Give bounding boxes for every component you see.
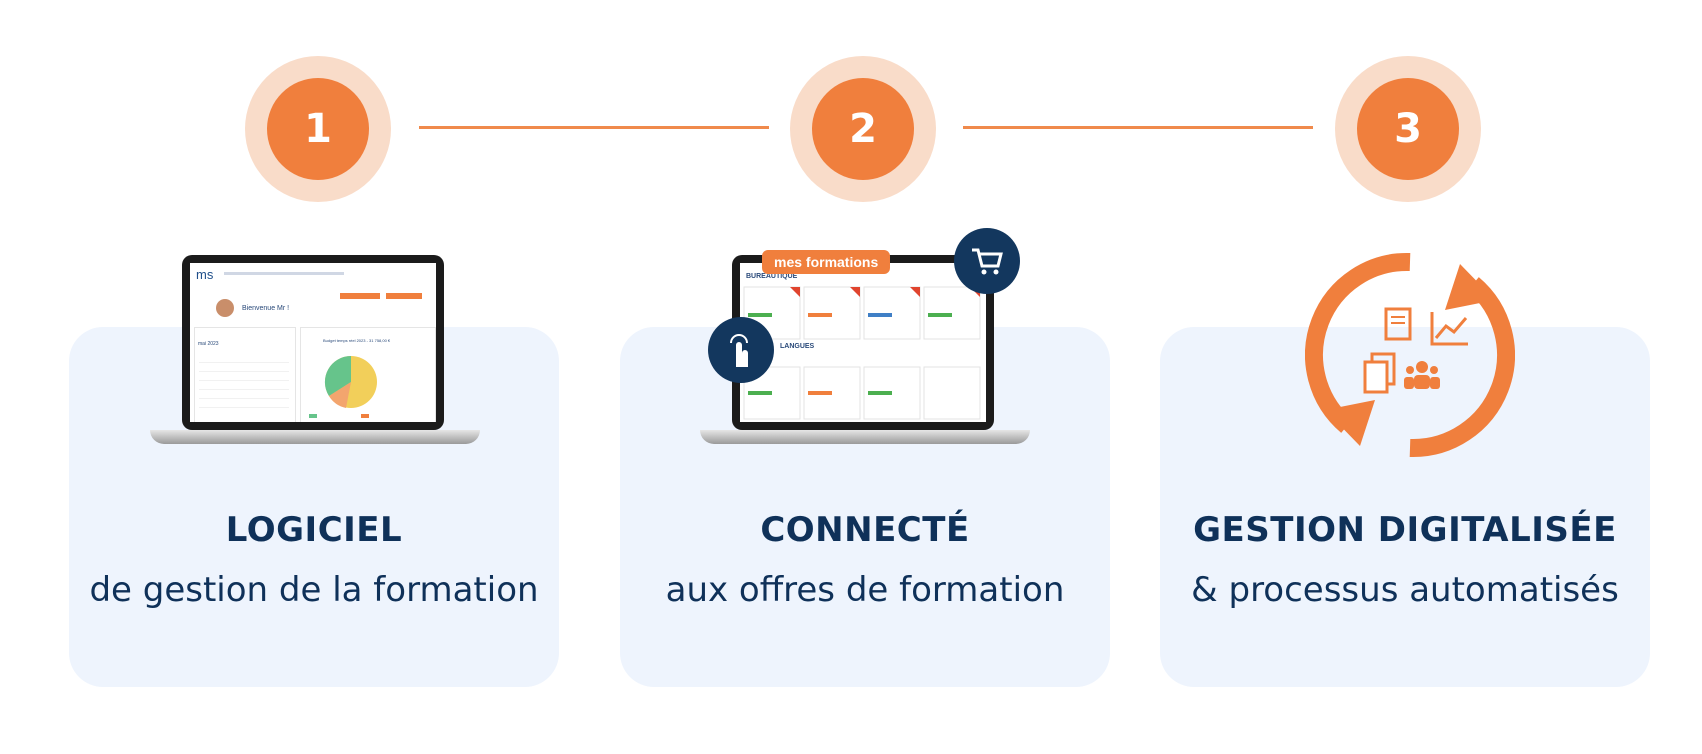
software-screen: ms Bienvenue Mr ! mai 2023 Budget temps …	[190, 263, 436, 422]
mes-formations-badge: mes formations	[762, 250, 891, 274]
step-number-1: 1	[267, 78, 369, 180]
avatar	[216, 299, 234, 317]
course-grid	[743, 286, 981, 420]
app-logo: ms	[196, 267, 214, 282]
connector-line-2	[963, 126, 1313, 129]
laptop-software: ms Bienvenue Mr ! mai 2023 Budget temps …	[150, 255, 480, 450]
calendar-month: mai 2023	[198, 341, 219, 347]
cart-icon	[954, 228, 1020, 294]
laptop-connected: BUREAUTIQUE LANGUES	[700, 255, 1030, 450]
subtitle-logiciel: de gestion de la formation	[89, 570, 539, 610]
team-icon	[1404, 361, 1440, 389]
subtitle-connecte: aux offres de formation	[665, 570, 1065, 610]
chart-icon	[1430, 312, 1468, 346]
cycle-arrows-icon	[1305, 252, 1515, 458]
step-circle-2: 2	[790, 56, 936, 202]
section-langues: LANGUES	[780, 343, 815, 350]
invoice-icon	[1384, 307, 1412, 341]
subtitle-gestion: & processus automatisés	[1191, 570, 1619, 610]
budget-chart-title: Budget temps réel 2023 - 31 758,00 €	[323, 338, 391, 343]
catalog-screen: BUREAUTIQUE LANGUES	[740, 263, 986, 422]
touch-icon	[708, 317, 774, 383]
welcome-text: Bienvenue Mr !	[242, 305, 290, 312]
title-gestion: GESTION DIGITALISÉE	[1193, 510, 1617, 550]
connector-line-1	[419, 126, 769, 129]
title-logiciel: LOGICIEL	[225, 510, 403, 550]
title-connecte: CONNECTÉ	[760, 510, 970, 550]
documents-icon	[1363, 352, 1396, 394]
pie-chart	[309, 355, 377, 418]
step-circle-3: 3	[1335, 56, 1481, 202]
step-circle-1: 1	[245, 56, 391, 202]
step-number-3: 3	[1357, 78, 1459, 180]
section-bureautique: BUREAUTIQUE	[746, 273, 798, 280]
step-number-2: 2	[812, 78, 914, 180]
